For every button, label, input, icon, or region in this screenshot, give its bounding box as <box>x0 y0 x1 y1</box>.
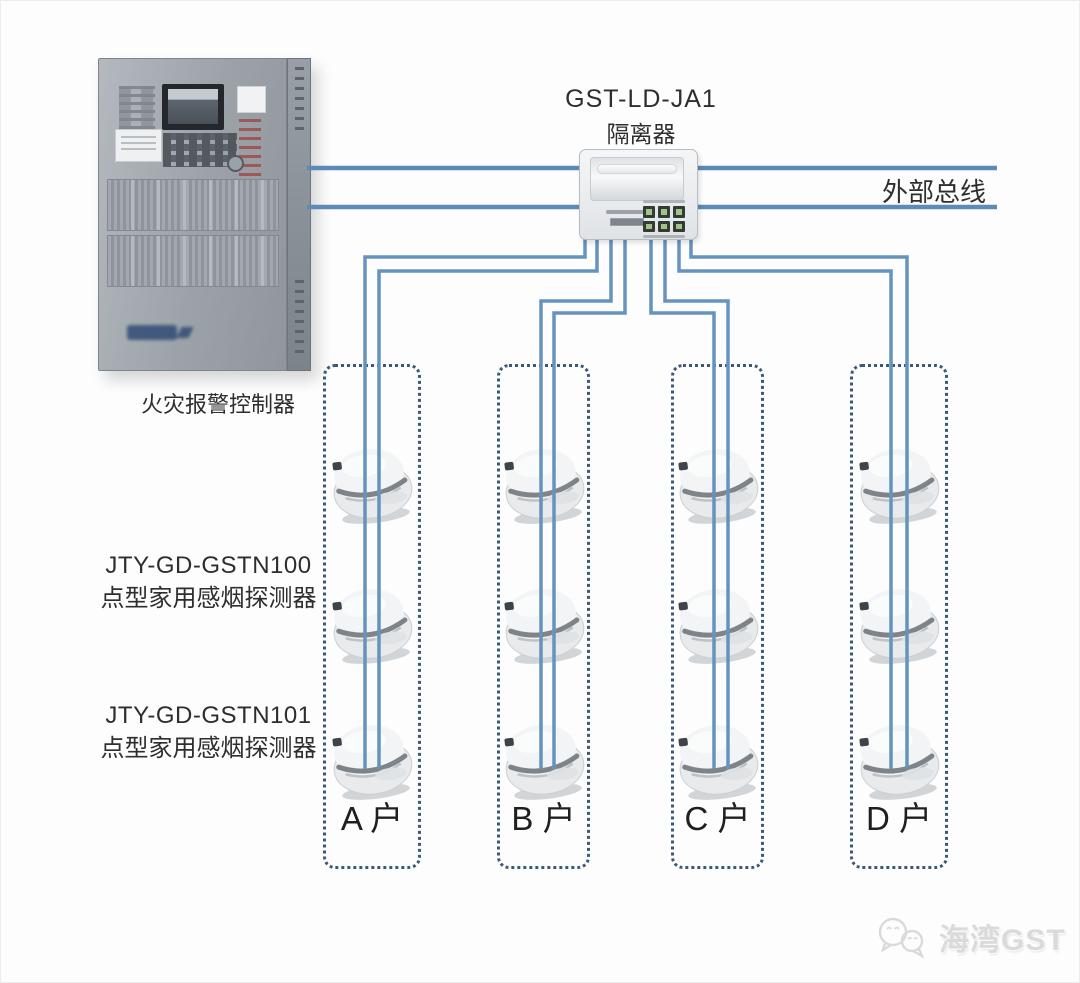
panel-side-face <box>287 58 311 371</box>
smoke-detector <box>332 449 413 524</box>
isolator-name-label: 隔离器 <box>606 121 676 147</box>
detector-model-gstn100-label: JTY-GD-GSTN100 点型家用感烟探测器 <box>91 549 326 615</box>
smoke-detector <box>503 725 584 800</box>
household-box-b: B 户 <box>497 364 590 869</box>
panel-louver-band <box>107 179 279 231</box>
panel-vent-slots <box>295 67 304 137</box>
smoke-detector <box>677 589 758 664</box>
smoke-detector <box>332 725 413 800</box>
household-box-a: A 户 <box>323 364 421 869</box>
isolator-terminal-text <box>643 200 685 203</box>
gst-logo <box>127 325 177 340</box>
household-label: B 户 <box>511 800 576 837</box>
smoke-detector <box>859 449 940 524</box>
isolator-terminals <box>643 206 685 232</box>
household-label: A 户 <box>340 800 404 837</box>
smoke-detector <box>332 589 413 664</box>
detector-model-desc: 点型家用感烟探测器 <box>100 735 317 762</box>
panel-dial <box>227 155 244 172</box>
smoke-detector <box>859 725 940 800</box>
watermark-logo: 海湾GST <box>875 907 1075 967</box>
isolator-cover <box>590 157 684 201</box>
isolator-print <box>606 210 648 214</box>
isolator-barcode <box>610 218 644 226</box>
fire-alarm-control-panel <box>98 58 311 371</box>
panel-paper-card <box>115 129 162 162</box>
smoke-detector <box>503 449 584 524</box>
household-label: C 户 <box>684 800 751 837</box>
panel-label-card <box>237 86 266 113</box>
smoke-detector <box>677 725 758 800</box>
detector-model-gstn101-label: JTY-GD-GSTN101 点型家用感烟探测器 <box>91 699 326 765</box>
panel-display-glass <box>168 89 218 124</box>
smoke-detector <box>859 589 940 664</box>
isolator-device <box>579 149 698 240</box>
household-label: D 户 <box>866 800 932 837</box>
external-bus-label: 外部总线 <box>881 177 986 207</box>
panel-front-face <box>98 58 287 371</box>
smoke-detector <box>503 589 584 664</box>
panel-keypad <box>163 133 237 167</box>
household-box-d: D 户 <box>850 364 948 869</box>
isolator-model-label: GST-LD-JA1 <box>565 85 717 113</box>
detector-model-number: JTY-GD-GSTN100 <box>105 552 312 579</box>
panel-display-screen <box>162 84 224 130</box>
controller-label: 火灾报警控制器 <box>140 392 295 417</box>
smoke-detector <box>677 449 758 524</box>
panel-indicator-cluster <box>119 86 155 132</box>
chat-bubbles-icon <box>878 917 925 959</box>
detector-model-number: JTY-GD-GSTN101 <box>105 702 312 729</box>
watermark-text: 海湾GST <box>939 924 1066 957</box>
detector-model-desc: 点型家用感烟探测器 <box>100 585 317 612</box>
isolator-slot <box>597 164 677 174</box>
household-box-c: C 户 <box>671 364 764 869</box>
isolator-terminal-text <box>643 235 685 238</box>
panel-louver-band <box>107 235 279 287</box>
panel-vent-slots <box>295 280 304 358</box>
